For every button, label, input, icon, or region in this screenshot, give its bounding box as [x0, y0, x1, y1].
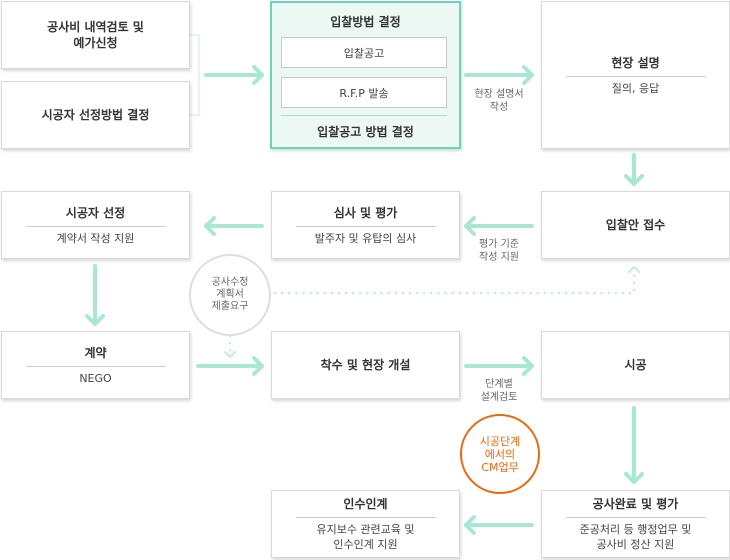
- step-bid-receipt: 입찰안 접수: [541, 191, 730, 259]
- step-handover: 인수인계 유지보수 관련교육 및 인수인계 지원: [271, 490, 460, 558]
- step-cost-review: 공사비 내역검토 및 예가신청: [1, 1, 190, 69]
- step-title: 현장 설명: [611, 55, 660, 70]
- bid-item-rfp: R.F.P 발송: [281, 77, 447, 108]
- divider: [565, 75, 706, 77]
- circle-cm-stage: 시공단계 에서의 CM업무: [460, 414, 540, 494]
- step-contractor-select: 시공자 선정 계약서 작성 지원: [1, 191, 190, 259]
- step-completion: 공사완료 및 평가 준공처리 등 행정업무 및 공사비 정산 지원: [541, 490, 730, 558]
- step-title: 심사 및 평가: [333, 205, 398, 220]
- arrow-contract-to-start: [196, 356, 264, 376]
- arrow-bid-method-to-briefing: [464, 65, 534, 85]
- step-title: 계약: [84, 345, 107, 360]
- bid-item-announcement: 입찰공고: [281, 37, 447, 68]
- step-contract: 계약 NEGO: [1, 331, 190, 399]
- step-bid-method: 입찰방법 결정 입찰공고 R.F.P 발송 입찰공고 방법 결정: [270, 1, 461, 149]
- arrow-bracket-to-bid-method: [204, 65, 264, 85]
- flow-label-stage-design: 단계별 설계검토: [480, 379, 518, 403]
- arrow-completion-to-handover: [464, 515, 534, 535]
- arrow-start-to-construction: [464, 356, 534, 376]
- step-title: 시공자 선정방법 결정: [41, 108, 150, 122]
- flow-label-briefing-doc: 현장 설명서 작성: [474, 89, 524, 113]
- step-title: 입찰안 접수: [605, 218, 666, 232]
- dotted-arrowheads: [224, 265, 640, 359]
- step-title: 공사완료 및 평가: [592, 497, 679, 511]
- step-contractor-method: 시공자 선정방법 결정: [1, 81, 190, 149]
- step-subtitle: 유지보수 관련교육 및 인수인계 지원: [316, 523, 415, 551]
- divider: [565, 517, 706, 518]
- arrow-receipt-to-review: [464, 216, 534, 236]
- step-title: 입찰방법 결정: [330, 15, 401, 29]
- dotted-connector: [228, 268, 636, 354]
- arrow-construction-to-completion: [624, 406, 644, 484]
- step-title: 공사비 내역검토 및 예가신청: [47, 20, 144, 50]
- circle-text: 시공단계 에서의 CM업무: [479, 434, 521, 474]
- divider: [25, 225, 166, 227]
- arrow-review-to-select: [204, 216, 264, 236]
- circle-plan-submission: 공사수정 계획서 제출요구: [189, 254, 271, 336]
- arrow-select-to-contract: [85, 264, 105, 326]
- step-subtitle: 발주자 및 유탑의 심사: [314, 231, 417, 245]
- step-title: 인수인계: [343, 497, 388, 511]
- step-title: 착수 및 현장 개설: [320, 358, 411, 372]
- divider: [281, 115, 447, 116]
- step-footer: 입찰공고 방법 결정: [317, 125, 414, 139]
- step-construction: 시공: [541, 331, 730, 399]
- bracket-connector: [190, 34, 200, 116]
- step-site-briefing: 현장 설명 질의, 응답: [541, 1, 730, 149]
- arrow-group: [85, 65, 644, 535]
- step-review-eval: 심사 및 평가 발주자 및 유탑의 심사: [271, 191, 460, 259]
- step-subtitle: 질의, 응답: [611, 81, 660, 95]
- step-subtitle: 준공처리 등 행정업무 및 공사비 정산 지원: [579, 523, 692, 551]
- step-subtitle: 계약서 작성 지원: [56, 231, 135, 245]
- flow-label-eval-criteria: 평가 기준 작성 지원: [479, 239, 519, 263]
- step-title: 시공: [624, 358, 647, 372]
- divider: [295, 225, 436, 227]
- step-title: 시공자 선정: [65, 205, 126, 220]
- step-subtitle: NEGO: [79, 371, 112, 385]
- divider: [295, 517, 436, 518]
- step-start-site: 착수 및 현장 개설: [271, 331, 460, 399]
- circle-text: 공사수정 계획서 제출요구: [211, 277, 249, 312]
- arrow-briefing-to-receipt: [624, 153, 644, 186]
- divider: [25, 365, 166, 367]
